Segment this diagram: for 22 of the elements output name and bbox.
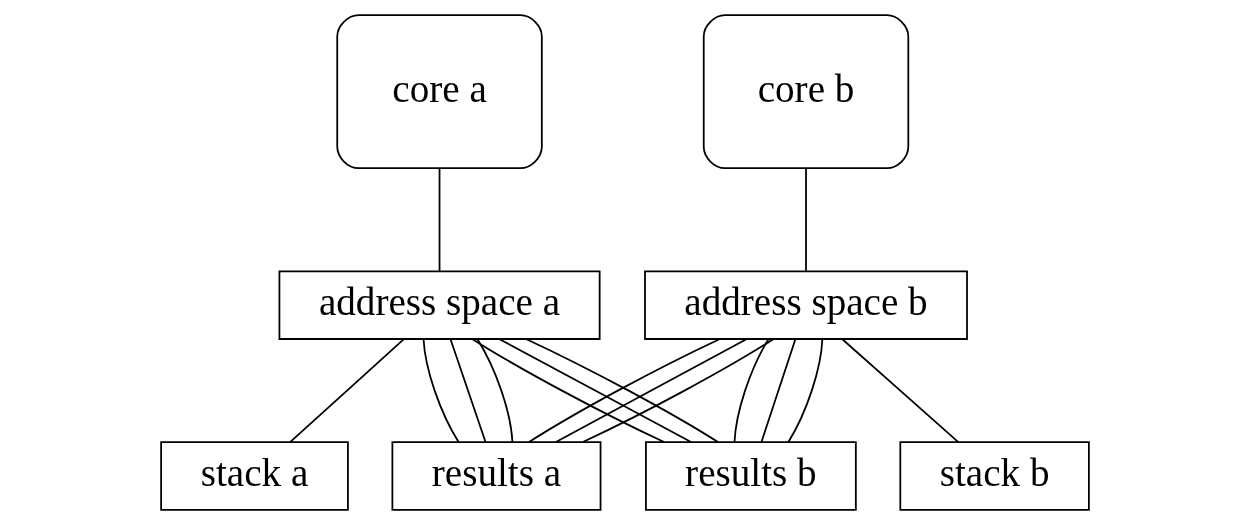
- node-box: results a: [391, 441, 601, 511]
- connector: [288, 338, 405, 443]
- connector: [760, 338, 796, 443]
- node-box: address space b: [643, 270, 968, 340]
- connector: [554, 338, 747, 443]
- connector: [841, 338, 959, 443]
- node-box: stack b: [898, 441, 1090, 511]
- node-box: results b: [644, 441, 857, 511]
- connector: [733, 338, 769, 443]
- connector: [498, 338, 692, 443]
- connector: [449, 338, 486, 443]
- node-box: address space a: [278, 270, 601, 340]
- node-box: core a: [335, 14, 543, 170]
- connector: [804, 167, 807, 272]
- connector: [438, 167, 440, 272]
- node-box: core b: [702, 14, 909, 170]
- connector: [581, 338, 774, 443]
- connector: [422, 338, 459, 443]
- node-box: stack a: [159, 441, 349, 511]
- connector: [471, 338, 665, 443]
- connector: [476, 338, 513, 443]
- connector: [787, 338, 823, 443]
